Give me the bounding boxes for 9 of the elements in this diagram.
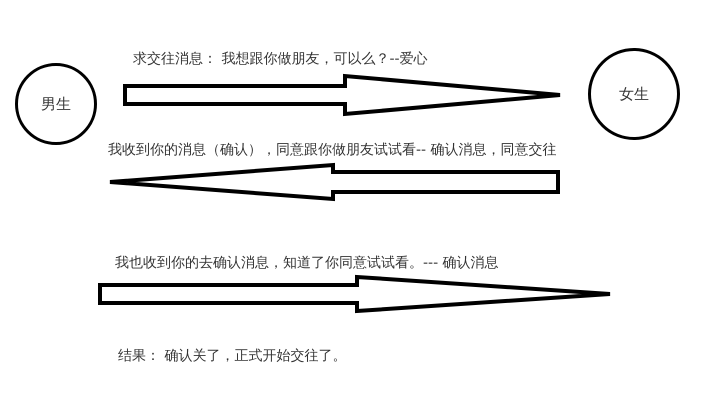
edge-label: 我收到你的消息（确认），同意跟你做朋友试试看-- 确认消息，同意交往 — [108, 141, 557, 159]
edge-label: 我也收到你的去确认消息，知道了你同意试试看。--- 确认消息 — [115, 254, 499, 272]
block-arrow — [108, 162, 560, 202]
block-arrow — [123, 74, 562, 116]
block-arrow — [98, 274, 612, 314]
person-circle: 男生 — [15, 63, 97, 145]
person-circle: 女生 — [588, 48, 680, 140]
edge-label: 求交往消息： 我想跟你做朋友，可以么？--爱心 — [133, 50, 428, 68]
result-note: 结果： 确认关了，正式开始交往了。 — [118, 347, 346, 365]
